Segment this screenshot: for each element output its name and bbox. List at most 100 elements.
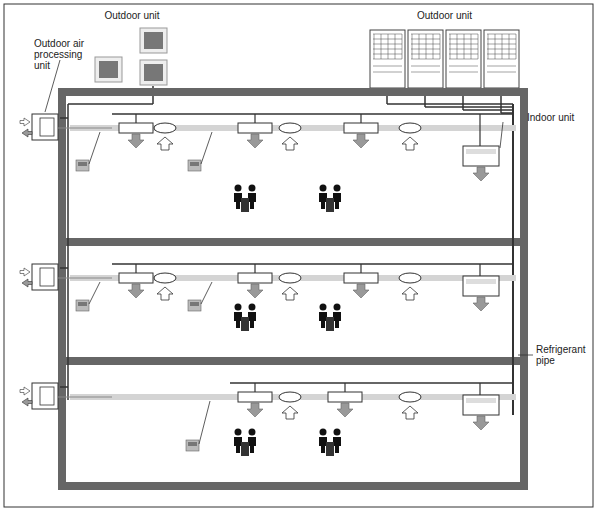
refrigerant-pipe bbox=[112, 263, 513, 265]
remote-wire bbox=[89, 132, 100, 164]
unit-grille bbox=[373, 54, 402, 55]
unit-grille bbox=[449, 49, 478, 50]
unit-grille bbox=[487, 59, 516, 60]
person-icon bbox=[235, 429, 242, 436]
indoor-unit bbox=[119, 123, 153, 133]
unit-grille bbox=[487, 44, 516, 45]
indoor-unit bbox=[328, 392, 362, 402]
unit-grille bbox=[411, 59, 440, 60]
indoor-unit bbox=[119, 273, 153, 283]
outdoor-unit-group: Outdoor unit bbox=[370, 10, 519, 21]
airflow-arrow bbox=[353, 284, 369, 298]
leader-line bbox=[500, 122, 503, 148]
fresh-air-arrow bbox=[20, 118, 30, 126]
outdoor-unit bbox=[370, 30, 405, 88]
indoor-unit bbox=[466, 279, 496, 284]
refrigerant-pipe bbox=[135, 264, 136, 273]
remote-controller bbox=[76, 160, 89, 171]
airflow-arrow bbox=[247, 284, 263, 298]
unit-grille bbox=[373, 59, 402, 60]
person-icon bbox=[235, 304, 242, 311]
unit-grille bbox=[411, 44, 440, 45]
desk bbox=[241, 317, 249, 331]
refrigerant-pipe bbox=[67, 104, 69, 400]
remote-wire bbox=[89, 282, 100, 304]
unit-grille bbox=[373, 72, 402, 73]
person-icon bbox=[249, 304, 256, 311]
leader-line bbox=[518, 355, 533, 356]
unit-grille bbox=[449, 34, 478, 35]
indoor-unit bbox=[463, 395, 499, 415]
refrigerant-pipe bbox=[68, 103, 153, 105]
unit-grille bbox=[395, 34, 396, 59]
airflow-arrow bbox=[473, 297, 489, 311]
return-arrow bbox=[402, 406, 418, 419]
fresh-air-arrow bbox=[20, 387, 30, 395]
fresh-air-arrow bbox=[22, 398, 32, 406]
return-arrow bbox=[157, 287, 173, 300]
return-arrow bbox=[402, 287, 418, 300]
person-icon bbox=[320, 429, 327, 436]
unit-grille bbox=[373, 49, 402, 50]
person-icon bbox=[234, 437, 242, 453]
person-icon bbox=[334, 304, 341, 311]
return-grille bbox=[154, 273, 176, 283]
return-arrow bbox=[282, 137, 298, 150]
air-processing-unit bbox=[32, 264, 58, 290]
desk bbox=[241, 198, 249, 212]
part-label: Outdoor air processing unit bbox=[34, 38, 100, 71]
outdoor-unit bbox=[95, 57, 122, 82]
return-grille bbox=[279, 273, 301, 283]
airflow-arrow bbox=[128, 284, 144, 298]
refrigerant-pipe bbox=[112, 113, 513, 115]
refrigerant-pipe bbox=[479, 264, 480, 276]
unit-grille bbox=[373, 34, 402, 35]
outdoor-unit-group: Outdoor unit bbox=[92, 10, 172, 21]
fresh-air-arrow bbox=[22, 279, 32, 287]
person-icon bbox=[249, 429, 256, 436]
unit-grille bbox=[411, 34, 440, 35]
unit-grille bbox=[502, 34, 503, 59]
air-processing-unit bbox=[40, 268, 54, 286]
refrigerant-pipe bbox=[479, 114, 480, 146]
indoor-unit bbox=[466, 149, 496, 154]
outdoor-unit bbox=[144, 32, 163, 49]
outdoor-unit bbox=[446, 30, 481, 88]
remote-controller bbox=[78, 302, 87, 306]
unit-grille bbox=[373, 39, 402, 40]
person-icon bbox=[249, 185, 256, 192]
airflow-arrow bbox=[337, 403, 353, 417]
building-wall bbox=[62, 92, 524, 486]
unit-grille bbox=[449, 66, 478, 67]
air-processing-unit bbox=[32, 383, 58, 409]
unit-grille bbox=[495, 34, 496, 59]
indoor-unit bbox=[344, 123, 378, 133]
remote-controller bbox=[186, 440, 199, 451]
desk bbox=[326, 198, 334, 212]
return-grille bbox=[399, 273, 421, 283]
refrigerant-pipe bbox=[135, 114, 136, 123]
outdoor-unit bbox=[140, 60, 167, 85]
person-icon bbox=[248, 312, 256, 328]
unit-grille bbox=[449, 59, 478, 60]
remote-wire bbox=[199, 401, 210, 444]
fresh-air-arrow bbox=[22, 129, 32, 137]
person-icon bbox=[333, 312, 341, 328]
unit-grille bbox=[487, 39, 516, 40]
unit-grille bbox=[440, 34, 441, 59]
unit-grille bbox=[419, 34, 420, 59]
remote-wire bbox=[201, 282, 212, 304]
airflow-arrow bbox=[473, 416, 489, 430]
refrigerant-pipe bbox=[230, 382, 513, 384]
refrigerant-pipe bbox=[60, 117, 68, 119]
unit-grille bbox=[388, 34, 389, 59]
refrigerant-pipe bbox=[60, 267, 68, 269]
unit-grille bbox=[433, 34, 434, 59]
person-icon bbox=[319, 312, 327, 328]
air-processing-unit bbox=[32, 114, 58, 140]
refrigerant-pipe bbox=[360, 114, 361, 123]
unit-grille bbox=[411, 66, 440, 67]
return-grille bbox=[279, 123, 301, 133]
